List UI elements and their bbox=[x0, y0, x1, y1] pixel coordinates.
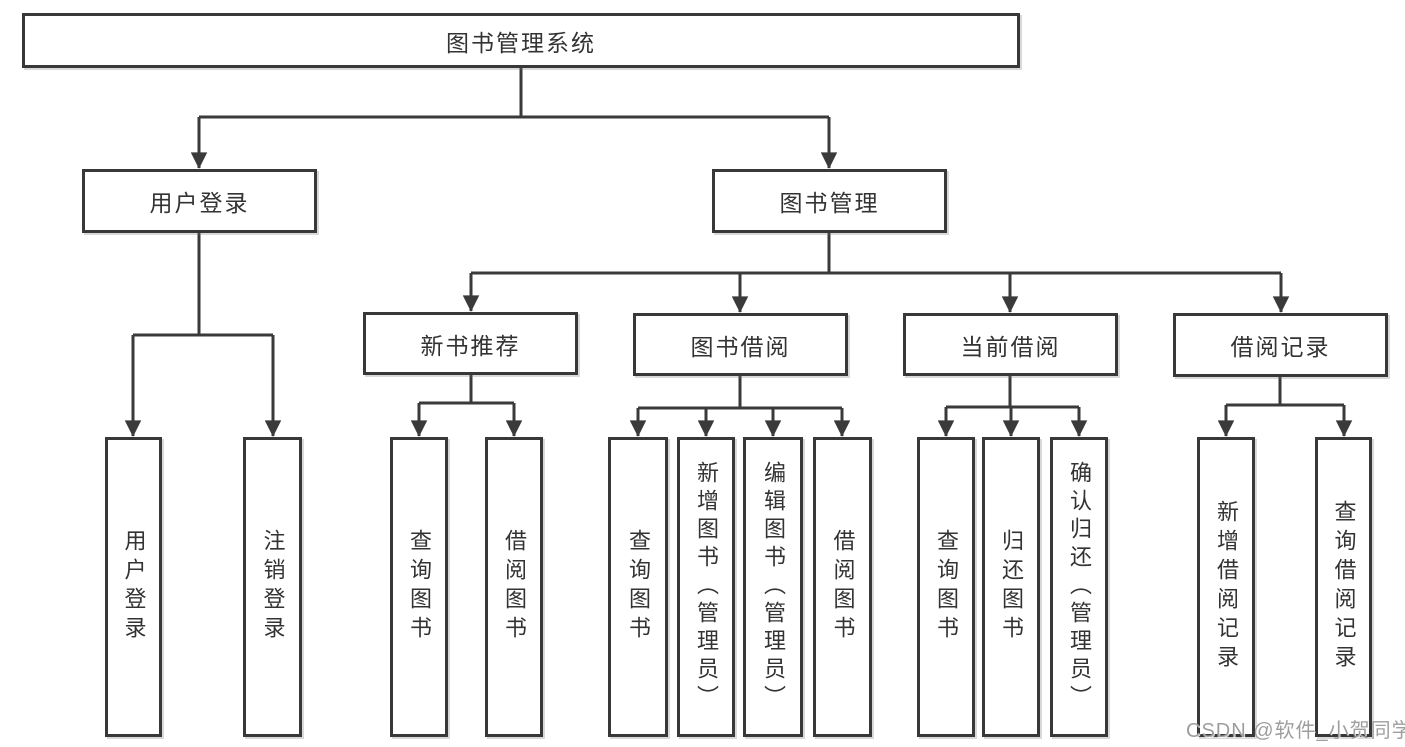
leaf-query-books-borrowing: 查询图书 bbox=[608, 437, 668, 737]
leaf-confirm-return-admin: 确认归还（管理员） bbox=[1050, 437, 1108, 737]
connector-new-books-children bbox=[410, 375, 523, 437]
node-borrowing-records: 借阅记录 bbox=[1173, 313, 1388, 377]
leaf-label: 查询图书 bbox=[407, 529, 432, 645]
leaf-label: 编辑图书（管理员） bbox=[761, 461, 786, 713]
node-current-borrowing: 当前借阅 bbox=[903, 313, 1118, 376]
leaf-borrow-books: 借阅图书 bbox=[813, 437, 872, 737]
connector-root-to-level2 bbox=[190, 68, 838, 169]
connector-user-login-children bbox=[124, 233, 282, 437]
leaf-add-borrow-record: 新增借阅记录 bbox=[1197, 437, 1255, 737]
leaf-label: 新增借阅记录 bbox=[1214, 500, 1239, 674]
leaf-label: 用户登录 bbox=[121, 529, 147, 645]
csdn-watermark: CSDN @软件_小贺同学 bbox=[1186, 720, 1405, 742]
leaf-user-login: 用户登录 bbox=[105, 437, 162, 737]
leaf-query-borrow-record: 查询借阅记录 bbox=[1315, 437, 1372, 737]
leaf-label: 新增图书（管理员） bbox=[694, 461, 719, 713]
leaf-label: 借阅图书 bbox=[830, 529, 856, 645]
leaf-return-books: 归还图书 bbox=[982, 437, 1040, 737]
connector-book-mgmt-children bbox=[462, 233, 1290, 313]
node-book-borrowing: 图书借阅 bbox=[633, 313, 848, 376]
leaf-label: 查询借阅记录 bbox=[1331, 500, 1357, 674]
leaf-label: 查询图书 bbox=[626, 529, 651, 645]
leaf-label: 归还图书 bbox=[999, 529, 1024, 645]
leaf-query-books-recommend: 查询图书 bbox=[390, 437, 448, 737]
leaf-edit-books-admin: 编辑图书（管理员） bbox=[743, 437, 803, 737]
connector-current-borrow-children bbox=[937, 376, 1088, 437]
leaf-borrow-books-recommend: 借阅图书 bbox=[485, 437, 543, 737]
connector-book-borrow-children bbox=[629, 376, 851, 437]
connector-borrow-records-children bbox=[1217, 377, 1353, 437]
node-root-system: 图书管理系统 bbox=[22, 13, 1020, 68]
node-user-login: 用户登录 bbox=[82, 169, 317, 233]
leaf-label: 借阅图书 bbox=[502, 529, 527, 645]
node-book-management: 图书管理 bbox=[712, 169, 947, 233]
node-new-book-recommend: 新书推荐 bbox=[363, 312, 578, 375]
leaf-logout: 注销登录 bbox=[243, 437, 302, 737]
leaf-add-books-admin: 新增图书（管理员） bbox=[677, 437, 735, 737]
leaf-label: 查询图书 bbox=[934, 529, 959, 645]
leaf-label: 注销登录 bbox=[260, 529, 286, 645]
leaf-query-books-current: 查询图书 bbox=[917, 437, 975, 737]
leaf-label: 确认归还（管理员） bbox=[1067, 461, 1092, 713]
